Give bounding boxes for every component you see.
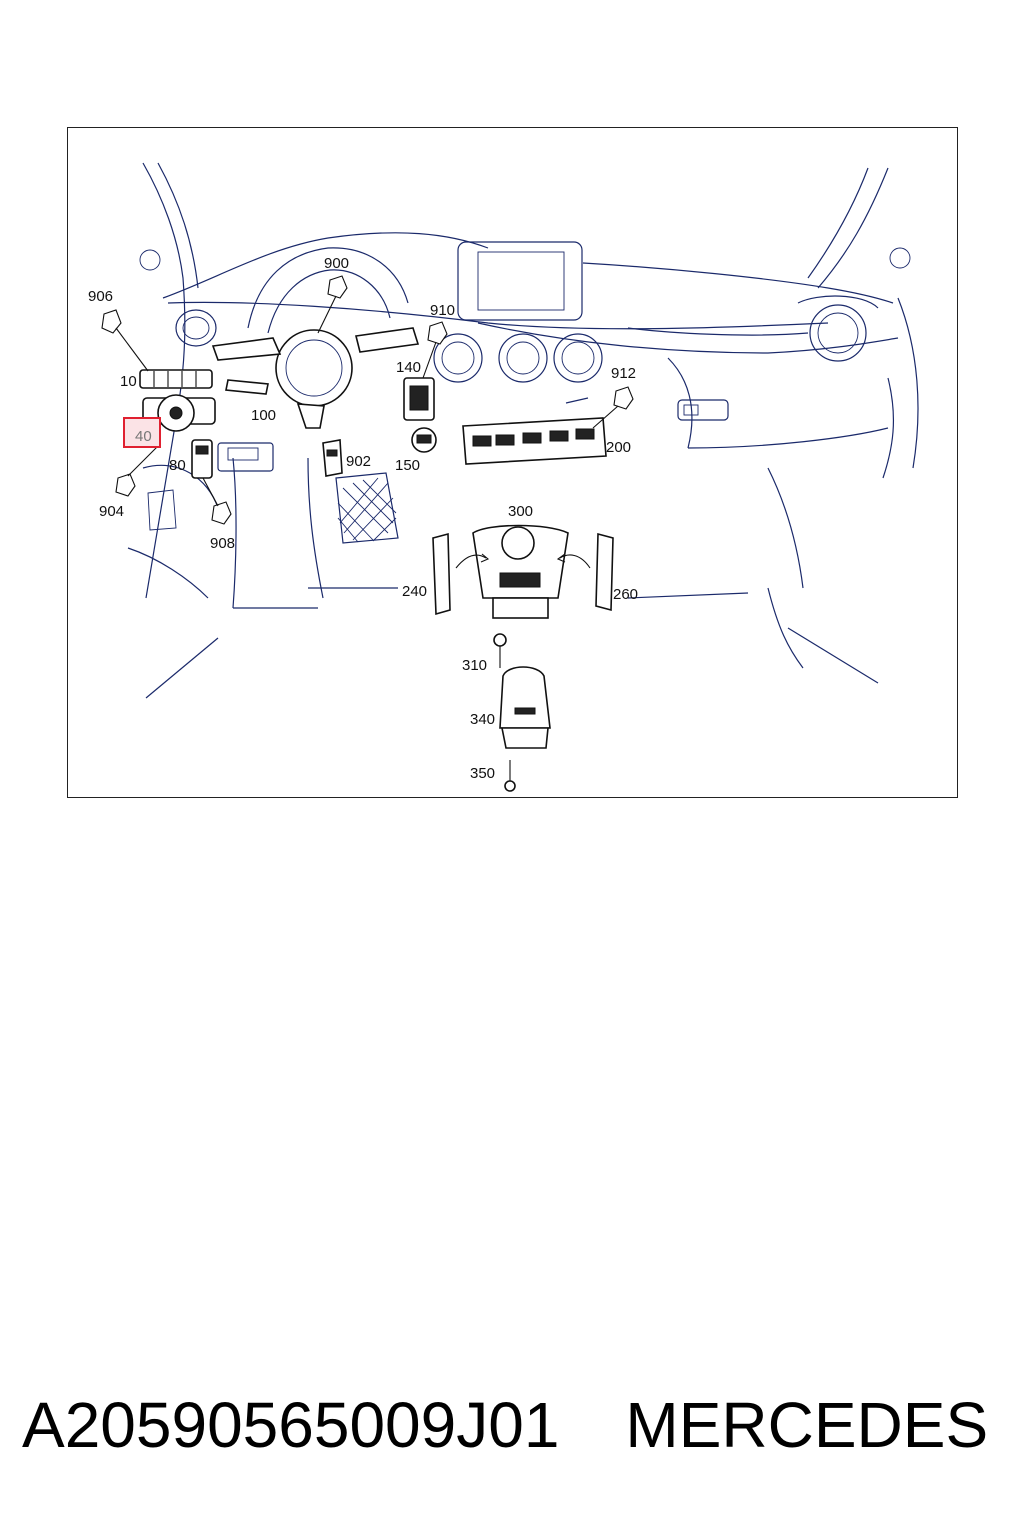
callout-300: 300 xyxy=(508,503,533,520)
tag-900 xyxy=(317,275,348,334)
tag-904 xyxy=(115,443,161,497)
part-240-trim-left xyxy=(432,532,490,616)
callout-340: 340 xyxy=(470,711,495,728)
part-902-sensor xyxy=(322,439,343,477)
callout-100: 100 xyxy=(251,407,276,424)
callout-labels: 906 10 40 904 80 908 900 100 902 910 140… xyxy=(88,255,638,782)
part-number: A20590565009J01 xyxy=(22,1389,560,1461)
callout-908: 908 xyxy=(210,535,235,552)
part-300-center-console xyxy=(472,524,569,619)
part-40-light-switch xyxy=(142,394,216,432)
callout-910: 910 xyxy=(430,302,455,319)
dashboard-outline xyxy=(127,162,919,699)
callout-912: 912 xyxy=(611,365,636,382)
caption: A20590565009J01 MERCEDES xyxy=(22,1380,1012,1470)
callout-902: 902 xyxy=(346,453,371,470)
tag-906 xyxy=(101,309,149,372)
callout-80: 80 xyxy=(169,457,186,474)
tag-908 xyxy=(202,477,232,525)
callout-10: 10 xyxy=(120,373,137,390)
brand-name: MERCEDES xyxy=(625,1389,989,1461)
callout-240: 240 xyxy=(402,583,427,600)
callout-260: 260 xyxy=(613,586,638,603)
part-260-trim-right xyxy=(556,532,614,612)
callout-904: 904 xyxy=(99,503,124,520)
highlight-box-40 xyxy=(123,417,161,448)
callout-200: 200 xyxy=(606,439,631,456)
part-150-button xyxy=(411,427,437,453)
callout-310: 310 xyxy=(462,657,487,674)
tag-910 xyxy=(422,321,448,379)
part-140-ignition xyxy=(403,377,435,421)
callout-40: 40 xyxy=(135,428,152,445)
part-10-switch-panel xyxy=(139,369,213,389)
callout-350: 350 xyxy=(470,765,495,782)
part-100-steering-column xyxy=(211,327,420,429)
part-310-bolt xyxy=(493,633,507,668)
callout-900: 900 xyxy=(324,255,349,272)
part-340-cover xyxy=(499,666,551,749)
part-350-screw xyxy=(504,760,516,792)
part-80-switch xyxy=(191,439,213,479)
part-200-climate-panel xyxy=(462,417,607,465)
callout-906: 906 xyxy=(88,288,113,305)
tag-912 xyxy=(592,386,634,429)
parts-diagram: 906 10 40 904 80 908 900 100 902 910 140… xyxy=(67,127,958,798)
callout-150: 150 xyxy=(395,457,420,474)
callout-140: 140 xyxy=(396,359,421,376)
